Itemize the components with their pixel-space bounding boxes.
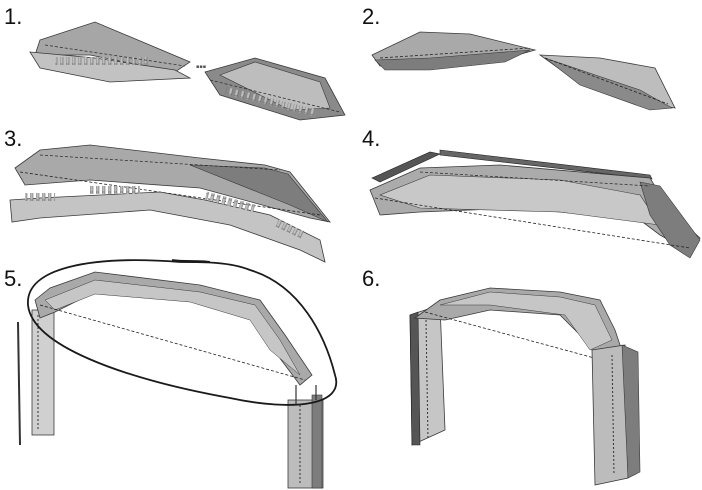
step-6-right-leg <box>592 345 628 485</box>
step-5-right-leg-dark <box>312 395 322 488</box>
step-4-parts <box>370 150 700 258</box>
step-5-arch-light <box>45 280 300 375</box>
step-2-parts <box>372 32 675 110</box>
step-1-left-tabs <box>55 57 150 65</box>
step-6-left-leg-dark <box>410 312 420 445</box>
step-1-parts: ▪▪▪ <box>30 22 345 120</box>
step-6-parts <box>410 288 640 485</box>
step-3-tabs-left <box>25 193 55 201</box>
step-3-tabs-mid <box>90 186 140 194</box>
step-3-parts <box>10 145 330 262</box>
step-5-parts <box>18 260 336 488</box>
step-1-part-mark: ▪▪▪ <box>196 64 206 70</box>
step-5-left-leg <box>32 310 54 435</box>
step-5-left-rod <box>18 322 20 445</box>
